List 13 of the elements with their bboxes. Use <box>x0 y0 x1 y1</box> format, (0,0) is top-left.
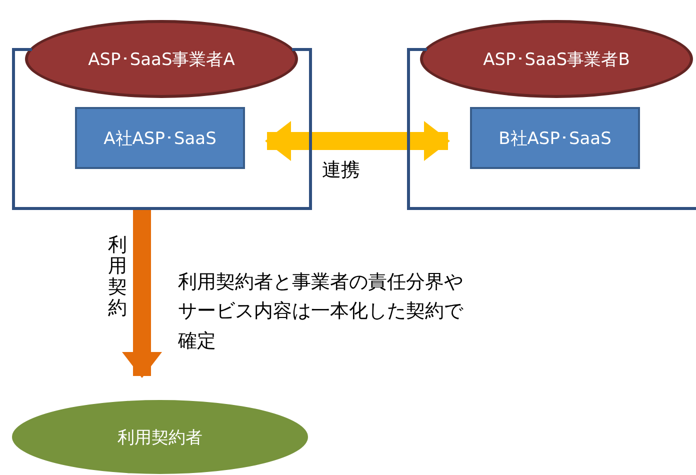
edge-label: 連携 <box>322 160 360 181</box>
double-arrow <box>122 210 162 378</box>
service-box <box>470 107 640 169</box>
node-label: 利用契約者 <box>118 426 202 448</box>
node-label: A社ASP･SaaS <box>104 128 216 150</box>
node-label: B社ASP･SaaS <box>498 128 612 150</box>
provider-frame <box>12 48 312 210</box>
double-arrow <box>265 121 450 161</box>
node-label: ASP･SaaS事業者A <box>88 48 235 70</box>
edge-label: 利用契約 <box>108 235 127 319</box>
service-box <box>75 107 245 169</box>
note-text: 利用契約者と事業者の責任分界やサービス内容は一本化した契約で確定 <box>178 270 464 354</box>
node-label: ASP･SaaS事業者B <box>483 48 630 70</box>
